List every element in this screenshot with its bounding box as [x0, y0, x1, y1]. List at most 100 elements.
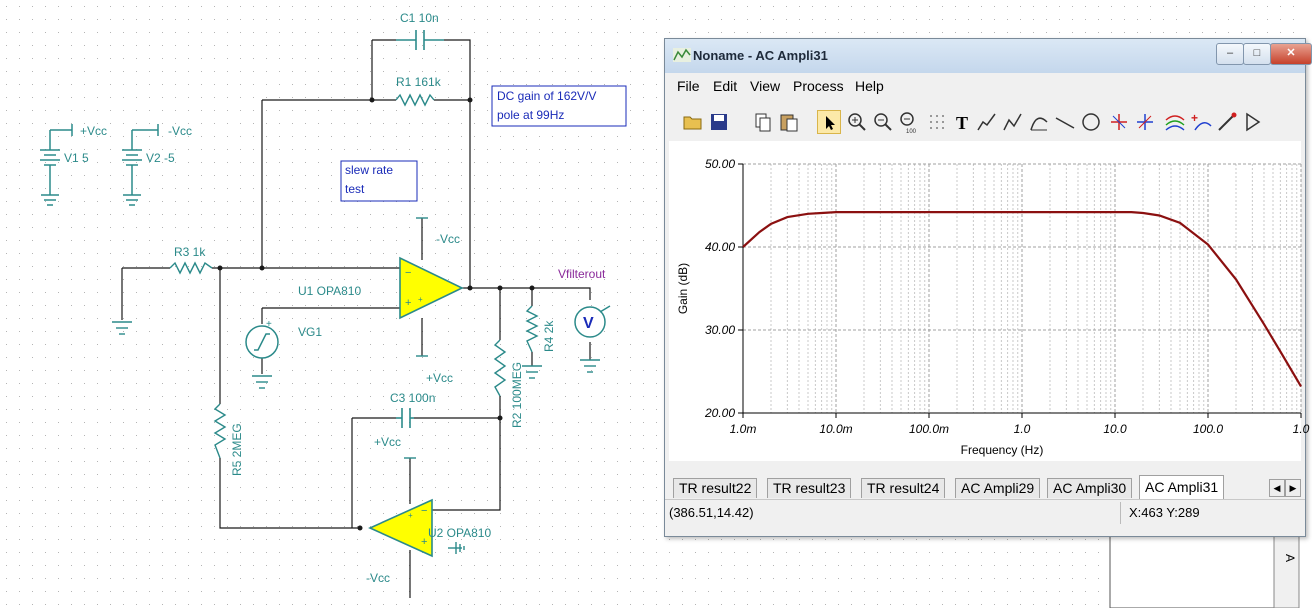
svg-text:+: +	[266, 319, 272, 330]
svg-text:+: +	[421, 536, 427, 548]
opamp-u2[interactable]: − + +	[368, 457, 433, 558]
status-bar: (386.51,14.42) X:463 Y:289	[665, 499, 1305, 526]
circle-icon[interactable]	[1079, 110, 1103, 134]
menu-help[interactable]: Help	[855, 78, 884, 94]
svg-text:T: T	[956, 113, 968, 133]
curves-icon[interactable]	[1163, 110, 1187, 134]
tab-tr-result22[interactable]: TR result22	[673, 478, 758, 498]
status-cursor-position: X:463 Y:289	[1129, 505, 1200, 520]
svg-text:+: +	[408, 511, 413, 520]
note-slew-rate[interactable]: slew rate test	[340, 160, 418, 202]
open-icon[interactable]	[681, 110, 705, 134]
note-dc-gain[interactable]: DC gain of 162V/V pole at 99Hz	[491, 85, 627, 127]
x-axis-title: Frequency (Hz)	[961, 443, 1044, 457]
arrow-icon[interactable]	[1241, 110, 1265, 134]
svg-text:+: +	[405, 297, 411, 309]
label-vcc-neg-source: -Vcc	[168, 124, 192, 138]
menu-edit[interactable]: Edit	[713, 78, 738, 94]
zoom-out-icon[interactable]	[871, 110, 895, 134]
y-tick-label: 30.00	[705, 323, 735, 337]
plot-area[interactable]: 20.00 30.00 40.00 50.00 1.0m 10.0m 100.0m 1.0 10…	[669, 141, 1310, 461]
x-tick-label: 100.0	[1193, 422, 1223, 436]
svg-text:−: −	[421, 505, 427, 517]
grid-icon[interactable]	[925, 110, 949, 134]
cursor-a-icon[interactable]	[975, 110, 999, 134]
svg-text:+: +	[418, 295, 423, 304]
maximize-button[interactable]: □	[1243, 43, 1271, 65]
label-u1-pos-supply: +Vcc	[426, 371, 453, 385]
label-v1: V1 5	[64, 151, 89, 165]
tab-tr-result23[interactable]: TR result23	[767, 478, 852, 498]
zoom-in-icon[interactable]	[845, 110, 869, 134]
svg-text:V: V	[583, 315, 594, 332]
x-tick-label: 10.0m	[819, 422, 852, 436]
marker-b-icon[interactable]	[1133, 110, 1157, 134]
resistor-r2[interactable]	[493, 339, 507, 397]
label-u2-neg-supply: -Vcc	[366, 571, 390, 585]
menu-process[interactable]: Process	[793, 78, 844, 94]
graph-window[interactable]: Noname - AC Ampli31 – □ ✕ File Edit View…	[664, 38, 1312, 537]
svg-text:test: test	[345, 182, 365, 196]
window-title: Noname - AC Ampli31	[693, 48, 828, 63]
svg-text:+: +	[1191, 111, 1198, 125]
y-tick-label: 40.00	[705, 240, 735, 254]
x-tick-label: 10.0	[1103, 422, 1127, 436]
label-u2: U2 OPA810	[428, 526, 491, 540]
signal-generator-vg1[interactable]	[245, 325, 279, 359]
capacitor-c3[interactable]	[396, 408, 414, 428]
gain-chart[interactable]: 20.00 30.00 40.00 50.00 1.0m 10.0m 100.0m 1.0 10…	[669, 141, 1310, 461]
line-icon[interactable]	[1053, 110, 1077, 134]
axis-icon[interactable]	[1027, 110, 1051, 134]
background-window-edge: A	[1109, 534, 1300, 608]
label-r4: R4 2k	[542, 320, 556, 352]
title-bar[interactable]: Noname - AC Ampli31 – □ ✕	[665, 39, 1312, 73]
voltage-source-v2[interactable]	[122, 124, 159, 206]
result-tabs: TR result22 TR result23 TR result24 AC A…	[669, 475, 1301, 499]
label-c3: C3 100n	[390, 391, 435, 405]
x-tick-label: 1.0m	[730, 422, 757, 436]
menu-view[interactable]: View	[750, 78, 781, 94]
voltage-source-v1[interactable]	[40, 124, 73, 206]
series-gain-line	[742, 210, 1302, 387]
capacitor-c1[interactable]	[396, 30, 444, 50]
resistor-r1[interactable]	[395, 93, 435, 107]
copy-icon[interactable]	[751, 110, 775, 134]
minimize-button[interactable]: –	[1216, 43, 1244, 65]
label-v2: V2 -5	[146, 151, 175, 165]
add-marker-icon[interactable]: +	[1189, 110, 1213, 134]
paste-icon[interactable]	[777, 110, 801, 134]
resistor-r5[interactable]	[213, 403, 227, 459]
y-tick-label: 50.00	[705, 157, 735, 171]
menu-file[interactable]: File	[677, 78, 700, 94]
tab-ac-ampli31[interactable]: AC Ampli31	[1139, 475, 1225, 499]
tab-tr-result24[interactable]: TR result24	[861, 478, 946, 498]
text-icon[interactable]: T	[951, 110, 975, 134]
label-u1: U1 OPA810	[298, 284, 361, 298]
opamp-u1[interactable]: − + +	[399, 217, 464, 357]
probe-icon[interactable]	[1215, 110, 1239, 134]
zoom-100-icon[interactable]: 100	[897, 110, 921, 135]
resistor-r3[interactable]	[169, 261, 213, 275]
label-u2-pos-supply: +Vcc	[374, 435, 401, 449]
menu-bar: File Edit View Process Help	[665, 73, 1305, 97]
save-icon[interactable]	[707, 110, 731, 134]
resistor-r4[interactable]	[525, 305, 539, 353]
x-tick-label: 100.0m	[909, 422, 949, 436]
marker-a-icon[interactable]	[1107, 110, 1131, 134]
cursor-b-icon[interactable]	[1001, 110, 1025, 134]
x-tick-label: 1.0	[1014, 422, 1031, 436]
y-tick-label: 20.00	[704, 406, 735, 420]
pointer-icon[interactable]	[817, 110, 841, 134]
svg-text:DC gain of 162V/V: DC gain of 162V/V	[497, 89, 596, 103]
label-vg1: VG1	[298, 325, 322, 339]
status-coordinates: (386.51,14.42)	[669, 505, 754, 520]
ground-symbols	[112, 321, 600, 554]
close-button[interactable]: ✕	[1270, 43, 1312, 65]
tab-scroll-right[interactable]: ▶	[1285, 479, 1301, 497]
tab-ac-ampli30[interactable]: AC Ampli30	[1047, 478, 1133, 498]
voltmeter-probe[interactable]: V	[574, 305, 611, 338]
label-vfilterout: Vfilterout	[558, 267, 606, 281]
svg-text:pole at 99Hz: pole at 99Hz	[497, 108, 564, 122]
tab-scroll-left[interactable]: ◀	[1269, 479, 1285, 497]
tab-ac-ampli29[interactable]: AC Ampli29	[955, 478, 1041, 498]
